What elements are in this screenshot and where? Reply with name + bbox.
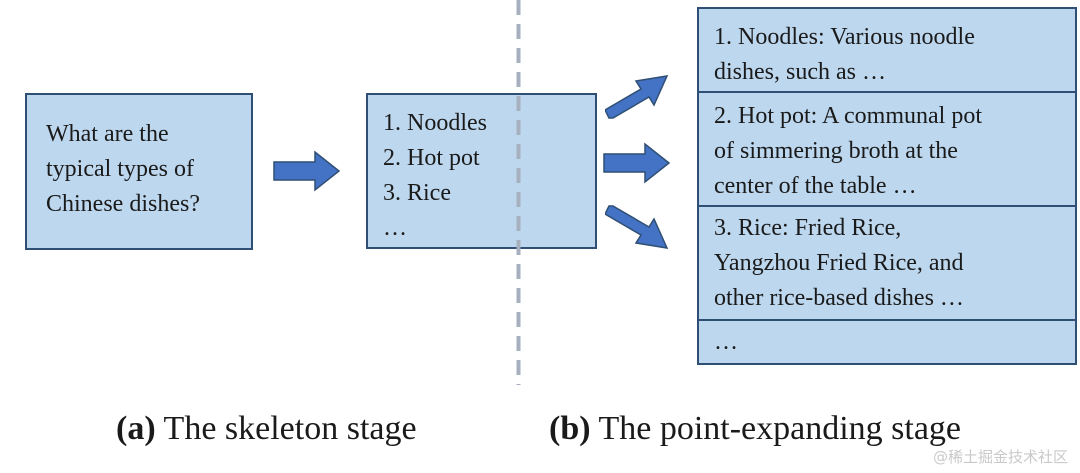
caption-tag: (a) [116,410,156,447]
expansion-row-rice: 3. Rice: Fried Rice, Yangzhou Fried Rice… [699,211,1075,316]
row-divider [699,91,1075,93]
down-right-arrow-icon [605,205,669,249]
question-line: Chinese dishes? [46,191,200,217]
expansion-row-more: … [699,325,1075,360]
right-arrow-icon [603,142,671,184]
skeleton-item: 2. Hot pot [383,145,480,171]
expansion-line: center of the table … [714,173,917,199]
expansion-line: other rice-based dishes … [714,285,964,311]
question-box: What are the typical types of Chinese di… [25,93,253,250]
expansion-line: 1. Noodles: Various noodle [714,24,975,50]
expansion-box: 1. Noodles: Various noodle dishes, such … [697,7,1077,365]
caption-text: The skeleton stage [163,410,417,447]
skeleton-item: 1. Noodles [383,110,487,136]
row-divider [699,319,1075,321]
expansion-line: 3. Rice: Fried Rice, [714,215,902,241]
expansion-line: dishes, such as … [714,59,886,85]
watermark: @稀土掘金技术社区 [932,448,1068,466]
question-line: typical types of [46,156,194,182]
expansion-line: Yangzhou Fried Rice, and [714,250,964,276]
caption-tag: (b) [549,410,591,447]
caption-text: The point-expanding stage [598,410,962,447]
stage-divider [516,0,521,385]
skeleton-item: 3. Rice [383,180,451,206]
expansion-line: 2. Hot pot: A communal pot [714,103,982,129]
right-arrow-icon [273,150,341,192]
up-right-arrow-icon [605,75,669,119]
expansion-line: … [714,329,738,355]
caption-point-expanding-stage: (b) The point-expanding stage [549,407,961,451]
skeleton-item: … [383,215,407,241]
question-line: What are the [46,121,169,147]
skeleton-box: 1. Noodles 2. Hot pot 3. Rice … [366,93,597,249]
expansion-row-hot-pot: 2. Hot pot: A communal pot of simmering … [699,99,1075,204]
caption-skeleton-stage: (a) The skeleton stage [116,407,417,451]
expansion-row-noodles: 1. Noodles: Various noodle dishes, such … [699,20,1075,90]
row-divider [699,205,1075,207]
expansion-line: of simmering broth at the [714,138,958,164]
